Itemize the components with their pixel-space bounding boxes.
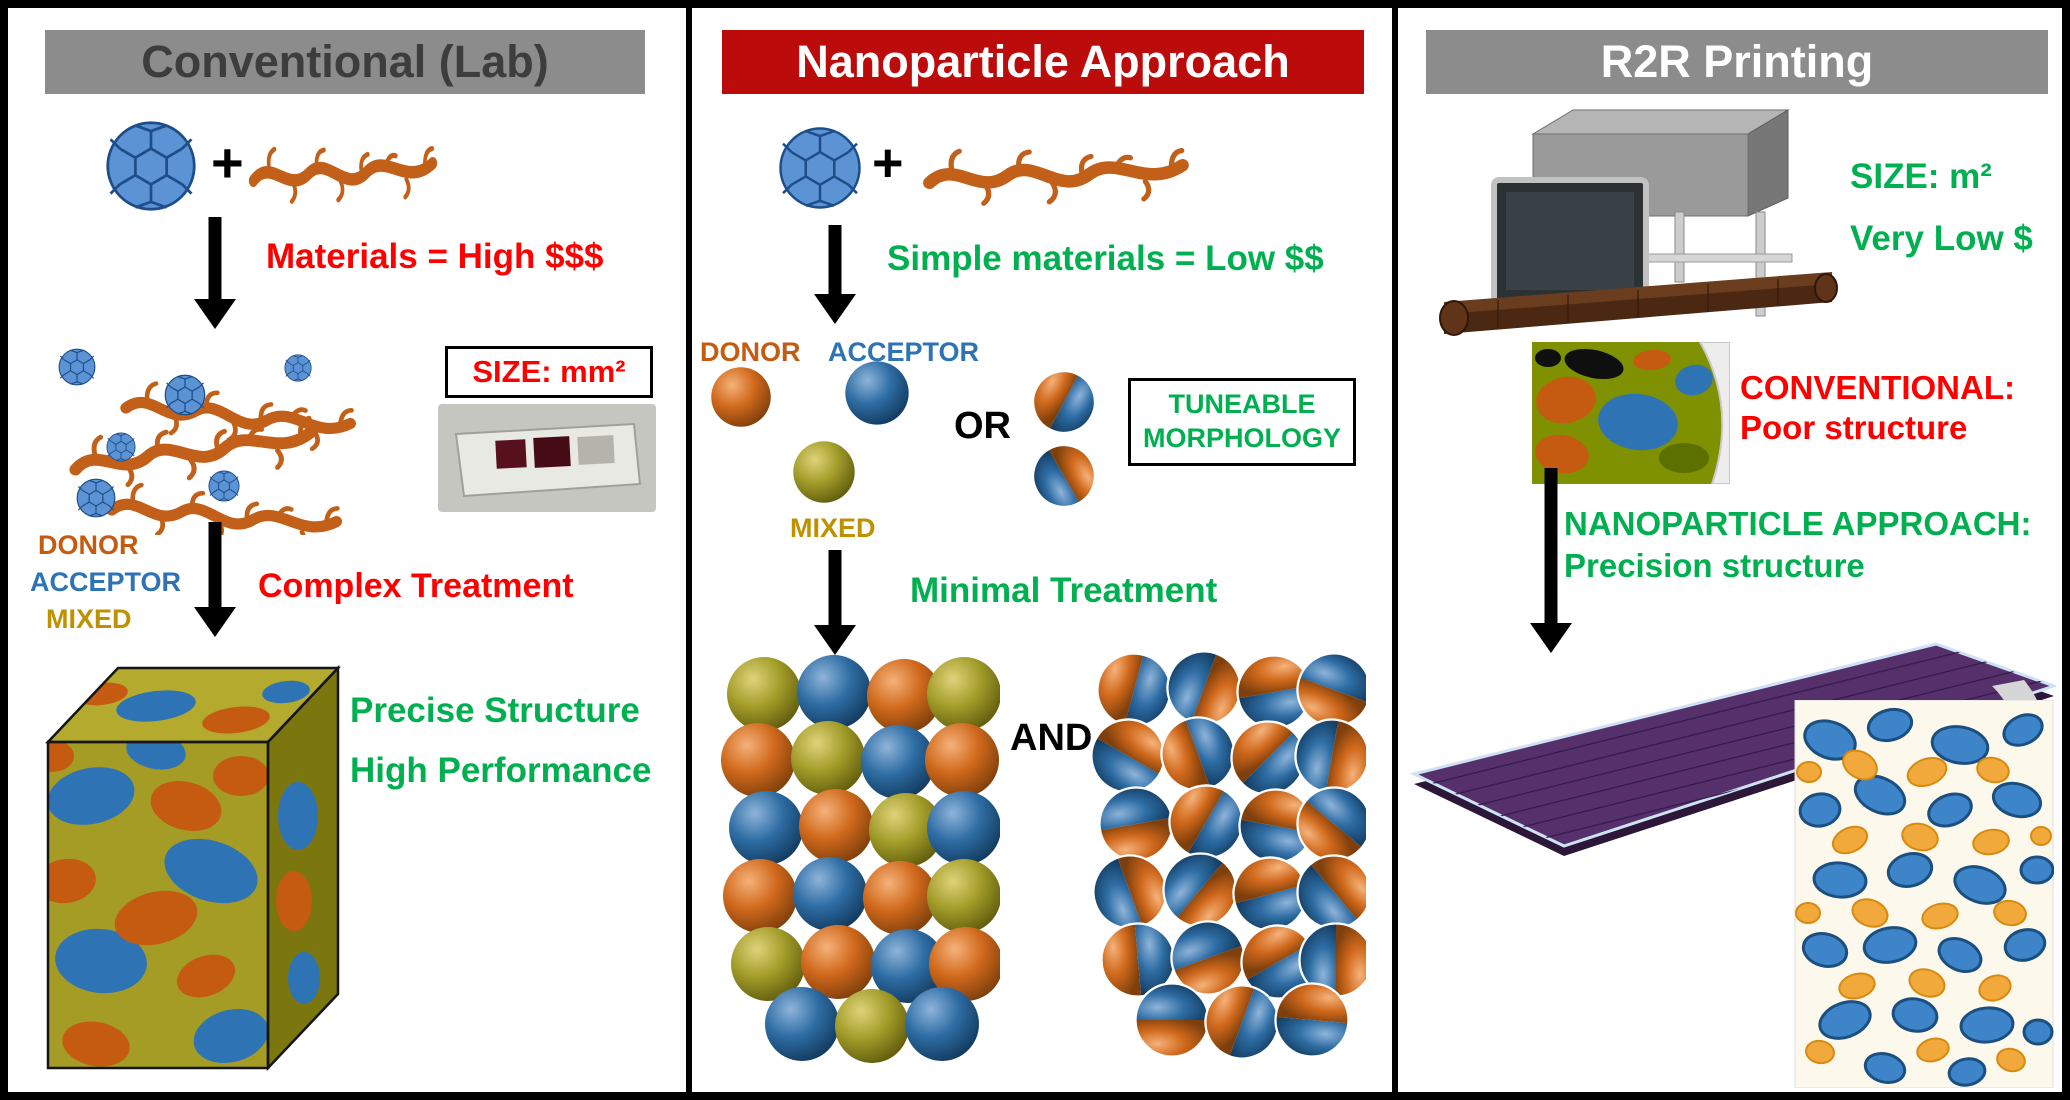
acceptor-label: ACCEPTOR — [828, 337, 980, 367]
nanoparticle-title: Nanoparticle Approach — [722, 30, 1364, 94]
result-structure: Precise Structure — [350, 691, 640, 730]
mixed-particle-cluster — [721, 655, 1000, 1063]
legend-mixed: MIXED — [46, 604, 132, 634]
down-arrow-icon — [194, 217, 236, 329]
nanoparticle-result: Precision structure — [1564, 547, 1865, 584]
polymer-donor-icon — [922, 130, 1190, 218]
result-performance: High Performance — [350, 751, 652, 790]
fullerene-acceptor-icon — [779, 127, 861, 209]
mixed-nanoparticle — [793, 441, 855, 503]
plus-icon: + — [872, 133, 904, 193]
polymer-donor-icon — [248, 128, 438, 216]
and-label: AND — [1010, 717, 1093, 759]
precision-morphology-inset — [1794, 700, 2054, 1088]
legend-acceptor: ACCEPTOR — [30, 567, 182, 597]
janus-particle-cluster — [1088, 646, 1366, 1068]
cost-label: Very Low $ — [1850, 219, 2033, 258]
lab-device-photo — [438, 404, 656, 512]
materials-cost-label: Materials = High $$$ — [266, 237, 604, 276]
conventional-result: Poor structure — [1740, 409, 1968, 446]
bulk-morphology-cube — [45, 664, 341, 1072]
janus-nanoparticle — [1032, 444, 1096, 508]
or-label: OR — [954, 405, 1011, 447]
size-box: SIZE: mm² — [445, 346, 653, 398]
mixed-label: MIXED — [790, 513, 876, 543]
tuneable-morphology-box: TUNEABLE MORPHOLOGY — [1128, 378, 1356, 466]
conventional-title: Conventional (Lab) — [45, 30, 645, 94]
down-arrow-icon — [814, 225, 856, 324]
acceptor-nanoparticle — [845, 361, 909, 425]
fullerene-acceptor-icon — [106, 121, 196, 211]
r2r-printer-illustration — [1439, 109, 1838, 336]
nanoparticle-label: NANOPARTICLE APPROACH: — [1564, 505, 2032, 542]
donor-nanoparticle — [711, 367, 771, 427]
conventional-label: CONVENTIONAL: — [1740, 369, 2015, 406]
down-arrow-icon — [814, 550, 856, 655]
panel-conventional: Conventional (Lab) + Materials = High $$… — [8, 8, 692, 1092]
treatment-label: Complex Treatment — [258, 567, 574, 605]
treatment-label: Minimal Treatment — [910, 571, 1218, 610]
janus-nanoparticle — [1032, 370, 1096, 434]
size-label: SIZE: m² — [1850, 157, 1992, 196]
down-arrow-icon — [194, 522, 236, 637]
down-arrow-icon — [1530, 468, 1572, 653]
poor-morphology-inset — [1532, 342, 1730, 484]
panel-nanoparticle: Nanoparticle Approach + Simple materials… — [692, 8, 1398, 1092]
legend-donor: DONOR — [38, 530, 139, 560]
blend-mixture-illustration — [58, 348, 436, 535]
donor-label: DONOR — [700, 337, 801, 367]
panel-r2r: R2R Printing SIZE: m² Very Low $ — [1398, 8, 2062, 1092]
r2r-title: R2R Printing — [1426, 30, 2048, 94]
plus-icon: + — [211, 131, 244, 194]
materials-cost-label: Simple materials = Low $$ — [887, 239, 1324, 278]
